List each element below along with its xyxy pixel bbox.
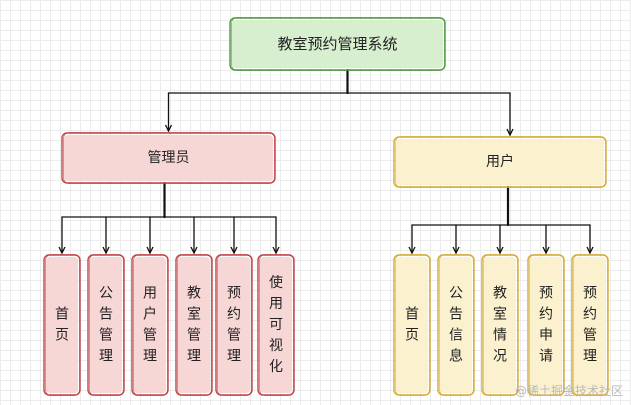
svg-text:首页: 首页 xyxy=(55,307,69,344)
child-node-user-2: 教室情况 xyxy=(481,254,519,396)
child-node-admin-1: 公告管理 xyxy=(87,254,125,396)
child-node-admin-3: 教室管理 xyxy=(175,254,213,396)
svg-text:教室预约管理系统: 教室预约管理系统 xyxy=(277,35,397,53)
svg-text:公告管理: 公告管理 xyxy=(99,286,113,365)
watermark: @稀土掘金技术社区 xyxy=(514,384,623,398)
svg-text:用户管理: 用户管理 xyxy=(143,286,157,365)
nodes: 教室预约管理系统管理员首页公告管理用户管理教室管理预约管理使用可视化用户首页公告… xyxy=(43,17,609,396)
svg-text:公告信息: 公告信息 xyxy=(449,286,463,365)
child-node-admin-0: 首页 xyxy=(43,254,81,396)
svg-text:教室管理: 教室管理 xyxy=(187,286,201,365)
root-node: 教室预约管理系统 xyxy=(229,17,446,71)
child-node-user-0: 首页 xyxy=(393,254,431,396)
role-node-admin: 管理员 xyxy=(61,132,276,184)
child-node-user-3: 预约申请 xyxy=(527,254,565,396)
child-node-admin-4: 预约管理 xyxy=(215,254,253,396)
child-node-user-4: 预约管理 xyxy=(571,254,609,396)
svg-text:管理员: 管理员 xyxy=(148,150,190,166)
svg-text:首页: 首页 xyxy=(405,307,419,344)
svg-text:教室情况: 教室情况 xyxy=(493,286,507,365)
svg-text:预约管理: 预约管理 xyxy=(583,286,597,365)
svg-text:使用可视化: 使用可视化 xyxy=(269,274,283,375)
svg-text:预约管理: 预约管理 xyxy=(227,286,241,365)
connectors xyxy=(62,68,590,253)
child-node-admin-5: 使用可视化 xyxy=(257,254,295,396)
svg-text:用户: 用户 xyxy=(486,153,514,170)
role-node-user: 用户 xyxy=(393,136,607,188)
child-node-user-1: 公告信息 xyxy=(437,254,475,396)
child-node-admin-2: 用户管理 xyxy=(131,254,169,396)
svg-text:预约申请: 预约申请 xyxy=(539,286,553,365)
